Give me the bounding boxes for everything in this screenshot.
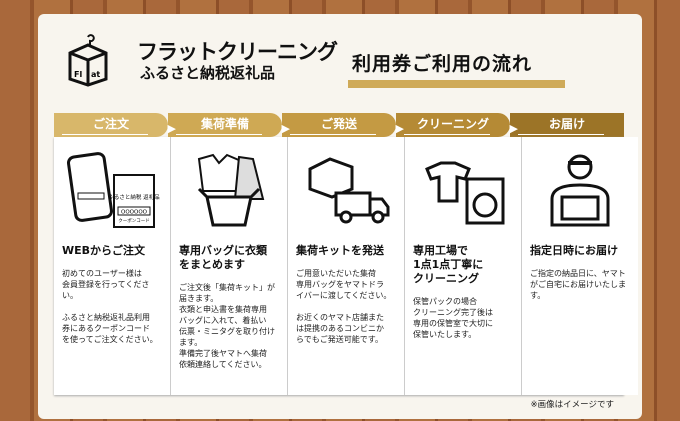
delivery-person-icon: [550, 154, 610, 227]
step-description: ご指定の納品日に、ヤマト がご自宅にお届けいたしま す。: [530, 269, 626, 300]
step-description: 保管パックの場合 クリーニング完了後は 専用の保管室で大切に 保管いたします。: [413, 297, 493, 339]
step-description: 初めてのユーザー様は 会員登録を行ってくださ い。 ふるさと納税返礼品利用 券に…: [62, 269, 158, 344]
step-heading: 専用バッグに衣類 をまとめます: [179, 244, 267, 271]
step-column-5: 指定日時にお届け ご指定の納品日に、ヤマト がご自宅にお届けいたしま す。: [522, 137, 638, 395]
arrow-right-icon: ▶: [509, 122, 518, 135]
step-tab-label: クリーニング: [416, 117, 489, 131]
step-tabs: ご注文 ▶ 集荷準備 ▶ ご発送 ▶ クリーニング ▶ お届け: [54, 113, 624, 137]
step-column-3: 集荷キットを発送 ご用意いただいた集荷 専用バッグをヤマトドラ イバーに渡してく…: [288, 137, 404, 395]
step-tab-label: ご発送: [320, 117, 357, 131]
step-column-4: 専用工場で 1点1点丁寧に クリーニング 保管パックの場合 クリーニング完了後は…: [405, 137, 521, 395]
step-column-2: 専用バッグに衣類 をまとめます ご注文後「集荷キット」が 届きます。 衣類と申込…: [171, 137, 287, 395]
delivery-truck-icon: [308, 157, 390, 224]
step-tab-label: ご注文: [92, 117, 129, 131]
arrow-right-icon: ▶: [281, 122, 290, 135]
step-heading: WEBからご注文: [62, 244, 146, 257]
step-heading: 指定日時にお届け: [530, 244, 618, 257]
step-tab-label: 集荷準備: [200, 117, 249, 131]
arrow-right-icon: ▶: [167, 122, 176, 135]
brand-name: フラットクリーニング: [137, 40, 338, 64]
coupon-code-label: クーポンコード: [118, 217, 150, 224]
svg-text:Fl: Fl: [74, 70, 82, 79]
step-tab-label: お届け: [548, 117, 585, 131]
step-heading: 集荷キットを発送: [296, 244, 384, 257]
page-title: 利用券ご利用の流れ: [352, 53, 533, 75]
step-tab-5: お届け: [510, 113, 624, 137]
svg-text:at: at: [91, 70, 100, 79]
step-description: ご用意いただいた集荷 専用バッグをヤマトドラ イバーに渡してください。 お近くの…: [296, 269, 392, 344]
arrow-right-icon: ▶: [395, 122, 404, 135]
title-underline: [348, 80, 565, 88]
brand-subtitle: ふるさと納税返礼品: [140, 64, 276, 82]
coupon-label: ふるさと納税 返礼品: [108, 193, 160, 201]
coupon-code: OOOOOO: [121, 210, 148, 216]
step-tab-3: ご発送 ▶: [282, 113, 404, 137]
step-tab-1: ご注文 ▶: [54, 113, 176, 137]
washing-machine-icon: [425, 161, 505, 225]
clothes-box-icon: [197, 153, 265, 227]
image-note: ※画像はイメージです: [530, 400, 614, 410]
step-tab-2: 集荷準備 ▶: [168, 113, 290, 137]
step-description: ご注文後「集荷キット」が 届きます。 衣類と申込書を集荷専用 バッグに入れて、着…: [179, 283, 275, 369]
step-heading: 専用工場で 1点1点丁寧に クリーニング: [413, 244, 484, 285]
step-tab-4: クリーニング ▶: [396, 113, 518, 137]
